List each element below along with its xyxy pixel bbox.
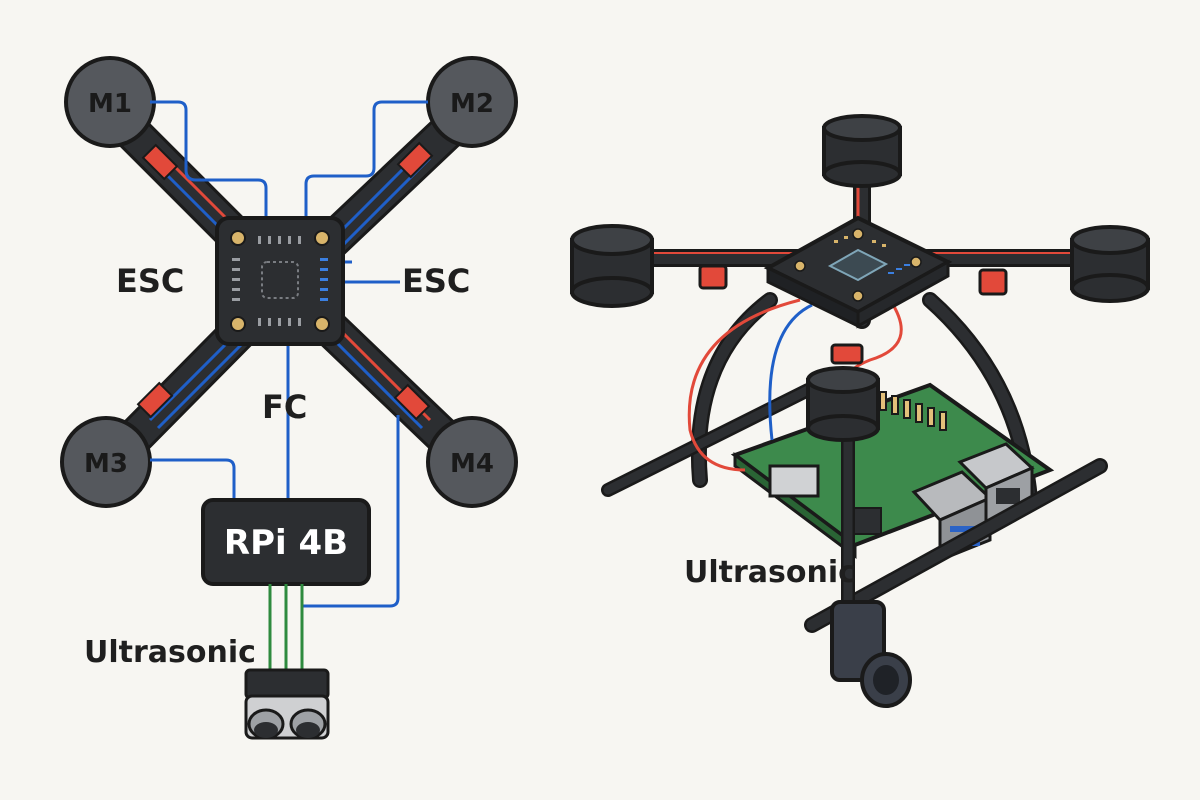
esc-sleeves [136,141,434,421]
ultrasonic-sensor-schematic [244,668,330,740]
rpi-board-render [730,382,1055,563]
render-view: Ultrasonic [570,114,1150,708]
rpi-label: RPi 4B [224,523,348,563]
render-esc-sleeves [698,264,1008,365]
esc-label-right: ESC [402,262,470,300]
fc-label: FC [262,388,307,426]
sensor-wires [268,584,304,672]
ultrasonic-label-schematic: Ultrasonic [84,635,256,670]
ultrasonic-sensor-render [830,420,912,708]
render-motor-left [570,224,654,308]
motor-m2: M2 [426,56,518,148]
motor-m3-label: M3 [84,449,128,479]
signal-wires [150,100,428,608]
flight-controller [215,216,345,346]
ultrasonic-label-render: Ultrasonic [684,555,856,590]
schematic-view: M1 M2 M3 M4 [60,56,518,740]
front-skid [804,458,1108,633]
render-center-cylinder [806,366,880,442]
motor-m1: M1 [64,56,156,148]
motor-m4-label: M4 [450,449,494,479]
motor-m3: M3 [60,416,152,508]
render-motor-rear [822,114,902,188]
motor-m1-label: M1 [88,89,132,119]
motor-m2-label: M2 [450,89,494,119]
esc-label-left: ESC [116,262,184,300]
motor-m4: M4 [426,416,518,508]
render-flight-controller [763,215,953,329]
rpi-module: RPi 4B [201,498,371,586]
render-motor-right [1070,225,1150,303]
